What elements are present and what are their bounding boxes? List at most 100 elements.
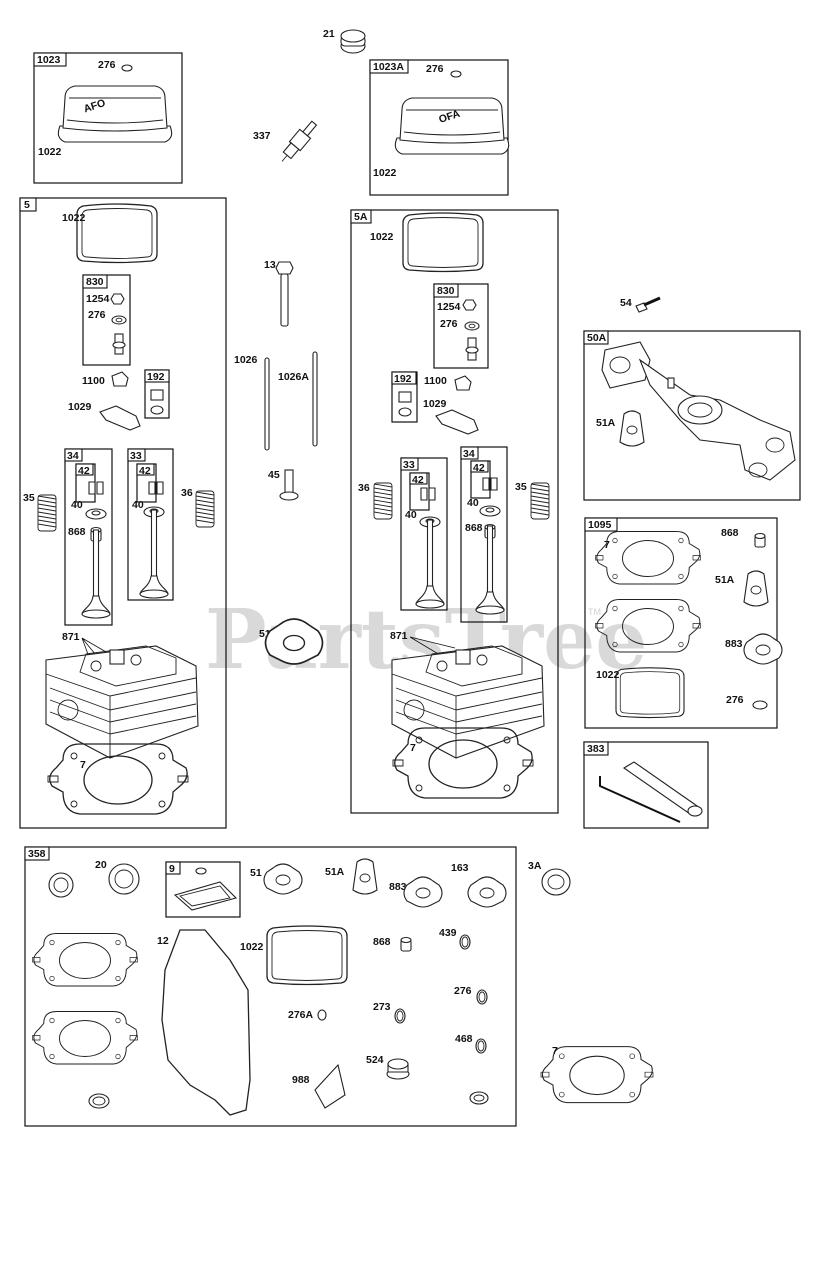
valve-cover-drawing (57, 85, 173, 143)
part-label-3A[interactable]: 3A (528, 860, 542, 872)
part-label-276[interactable]: 276 (426, 63, 444, 75)
part-label-1100[interactable]: 1100 (82, 375, 105, 387)
part-label-868[interactable]: 868 (721, 527, 739, 539)
part-label-45[interactable]: 45 (268, 469, 280, 481)
part-label-1029[interactable]: 1029 (68, 401, 92, 413)
oil-fill-cap-drawing (340, 29, 366, 54)
part-label-276A[interactable]: 276A (288, 1009, 314, 1021)
part-label-51[interactable]: 51 (259, 628, 271, 640)
part-label-468[interactable]: 468 (455, 1033, 473, 1045)
group-1023: 1023 276 1022 AFO (33, 52, 183, 184)
part-label-51A[interactable]: 51A (596, 417, 616, 429)
push-rod-drawing (264, 357, 270, 451)
part-label-439[interactable]: 439 (439, 927, 457, 939)
part-label-51A[interactable]: 51A (715, 574, 735, 586)
part-label-1022[interactable]: 1022 (38, 146, 62, 158)
group-tag-383: 383 (587, 743, 605, 755)
part-label-7[interactable]: 7 (80, 759, 86, 771)
group-tag-42: 42 (139, 465, 151, 477)
group-358: 358 20 9 51 51A 883 163 12 1022 868 439 … (24, 846, 517, 1127)
group-tag-192: 192 (394, 373, 412, 385)
gasket-drawing (76, 203, 158, 264)
group-5A: 5A 1022 830 1254 276 192 1100 1029 36 35… (350, 209, 559, 814)
group-tag-34: 34 (463, 448, 475, 460)
group-5: 5 1022 830 1254 276 1100 192 1029 35 36 … (19, 197, 227, 829)
part-label-1029[interactable]: 1029 (423, 398, 447, 410)
part-label-273[interactable]: 273 (373, 1001, 391, 1013)
group-tag-192: 192 (147, 371, 165, 383)
part-label-21[interactable]: 21 (323, 28, 335, 40)
group-tag-830: 830 (437, 285, 455, 297)
part-label-1022[interactable]: 1022 (373, 167, 397, 179)
part-label-13[interactable]: 13 (264, 259, 276, 271)
part-label-337[interactable]: 337 (253, 130, 271, 142)
crankcase-gasket-drawing (161, 929, 251, 1116)
group-383: 383 (583, 741, 709, 829)
part-label-868[interactable]: 868 (68, 526, 86, 538)
part-label-1026[interactable]: 1026 (234, 354, 258, 366)
tappet-drawing (279, 469, 299, 501)
part-label-1100[interactable]: 1100 (424, 375, 447, 387)
part-label-883[interactable]: 883 (725, 638, 743, 650)
part-label-883[interactable]: 883 (389, 881, 407, 893)
group-tag-1023A: 1023A (373, 61, 404, 73)
part-label-54[interactable]: 54 (620, 297, 632, 309)
head-bolt-drawing (275, 261, 294, 327)
group-tag-42: 42 (412, 474, 424, 486)
group-tag-1095: 1095 (588, 519, 612, 531)
plug-524-drawing (386, 1058, 410, 1080)
seal-3A-drawing (541, 868, 571, 896)
part-label-20[interactable]: 20 (95, 859, 107, 871)
group-1095: 1095 7 868 51A 883 1022 276 (584, 517, 783, 729)
part-label-276[interactable]: 276 (98, 59, 116, 71)
part-label-276[interactable]: 276 (726, 694, 744, 706)
push-rod-drawing (312, 351, 318, 447)
part-label-36[interactable]: 36 (358, 482, 370, 494)
intake-manifold-drawing (601, 341, 796, 481)
bolt-54-drawing (635, 296, 661, 313)
part-label-871[interactable]: 871 (62, 631, 80, 643)
part-label-40[interactable]: 40 (405, 509, 417, 521)
part-label-1022[interactable]: 1022 (62, 212, 86, 224)
part-label-871[interactable]: 871 (390, 630, 408, 642)
group-tag-830: 830 (86, 276, 104, 288)
part-label-524[interactable]: 524 (366, 1054, 384, 1066)
part-label-36[interactable]: 36 (181, 487, 193, 499)
group-tag-33: 33 (403, 459, 415, 471)
part-label-7[interactable]: 7 (604, 539, 610, 551)
group-tag-1023: 1023 (37, 54, 61, 66)
part-label-51A[interactable]: 51A (325, 866, 345, 878)
part-label-40[interactable]: 40 (132, 499, 144, 511)
cylinder-head-drawing (45, 645, 199, 759)
part-label-868[interactable]: 868 (373, 936, 391, 948)
part-label-163[interactable]: 163 (451, 862, 469, 874)
part-label-988[interactable]: 988 (292, 1074, 310, 1086)
part-label-276[interactable]: 276 (88, 309, 106, 321)
group-tag-5A: 5A (354, 211, 368, 223)
part-label-40[interactable]: 40 (467, 497, 479, 509)
group-tag-33: 33 (130, 450, 142, 462)
part-label-1026A[interactable]: 1026A (278, 371, 309, 383)
part-label-1022[interactable]: 1022 (370, 231, 394, 243)
group-tag-42: 42 (78, 465, 90, 477)
part-label-1022[interactable]: 1022 (596, 669, 620, 681)
part-label-7[interactable]: 7 (410, 742, 416, 754)
part-label-51[interactable]: 51 (250, 867, 262, 879)
part-label-1254[interactable]: 1254 (86, 293, 110, 305)
group-1023A: 1023A 276 1022 OFA (369, 59, 510, 196)
part-label-276[interactable]: 276 (440, 318, 458, 330)
part-label-1022[interactable]: 1022 (240, 941, 264, 953)
gasket-988-drawing (314, 1063, 346, 1109)
part-label-12[interactable]: 12 (157, 935, 169, 947)
group-tag-358: 358 (28, 848, 46, 860)
part-label-276[interactable]: 276 (454, 985, 472, 997)
part-label-35[interactable]: 35 (515, 481, 527, 493)
part-label-35[interactable]: 35 (23, 492, 35, 504)
group-tag-50A: 50A (587, 332, 607, 344)
group-tag-9: 9 (169, 863, 175, 875)
group-tag-34: 34 (67, 450, 79, 462)
part-label-868[interactable]: 868 (465, 522, 483, 534)
part-label-1254[interactable]: 1254 (437, 301, 461, 313)
part-label-40[interactable]: 40 (71, 499, 83, 511)
